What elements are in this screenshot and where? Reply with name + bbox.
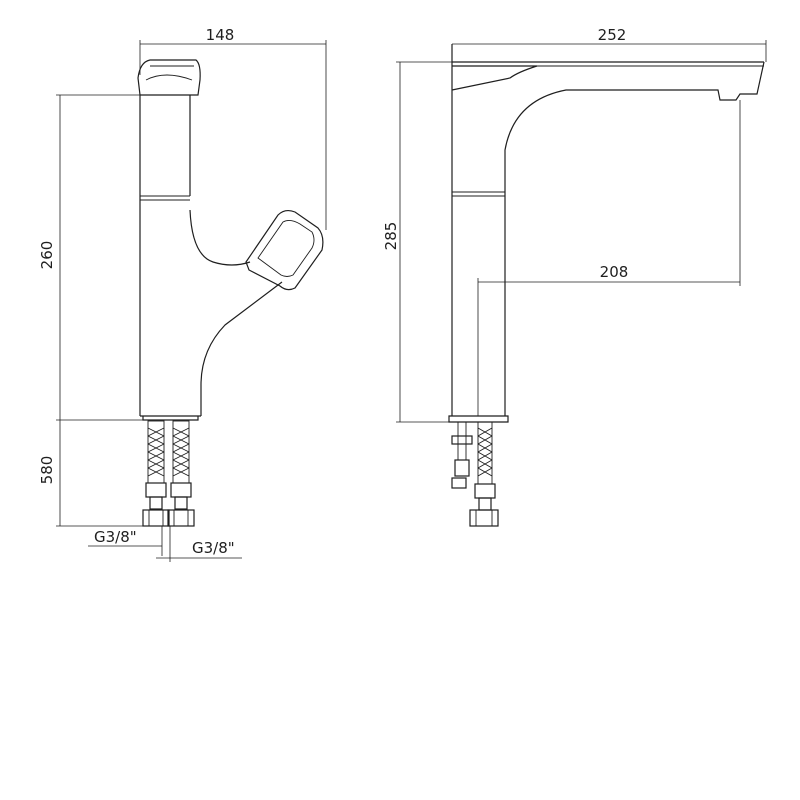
dim-148-label: 148 [206, 26, 235, 44]
dim-width-front: 148 [139, 26, 327, 230]
dim-580-label: 580 [38, 456, 56, 485]
dim-252-label: 252 [598, 26, 627, 44]
dim-260-label: 260 [38, 241, 56, 270]
hoses-side [451, 421, 499, 527]
dim-height-front: 260 [38, 94, 143, 421]
dim-285-label: 285 [382, 222, 400, 251]
front-view: 148 260 580 G3/8" G3/8" [38, 26, 327, 562]
spout-outlet-front [245, 209, 324, 291]
dim-reach: 208 [477, 100, 741, 416]
hoses-front [142, 420, 195, 527]
top-lever [137, 59, 201, 96]
thread-left-label: G3/8" [94, 528, 137, 546]
front-flange [142, 416, 199, 421]
faucet-body-front [139, 95, 283, 417]
thread-callouts: G3/8" G3/8" [88, 526, 242, 562]
dim-hose-front: 580 [38, 420, 146, 527]
dim-208-label: 208 [600, 263, 629, 281]
side-view: 252 285 208 [382, 26, 767, 527]
faucet-body-side [451, 44, 765, 416]
dim-spout-length: 252 [452, 26, 767, 62]
thread-right-label: G3/8" [192, 539, 235, 557]
side-flange [448, 415, 509, 423]
dim-height-side: 285 [382, 61, 452, 423]
